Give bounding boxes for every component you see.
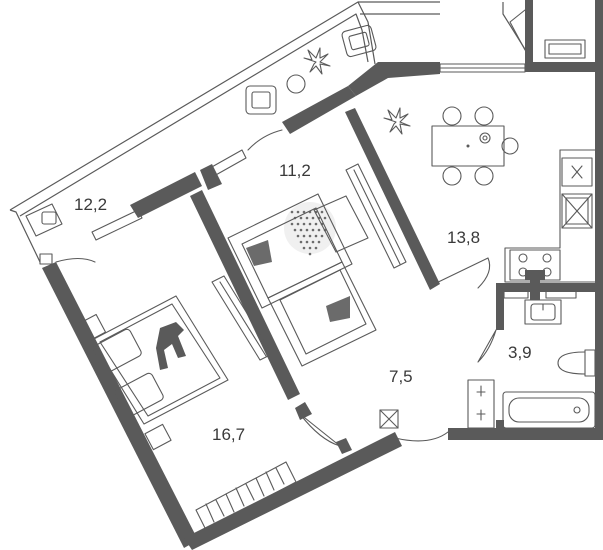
balcony-outline bbox=[9, 1, 529, 263]
area-labels: 12,2 11,2 13,8 16,7 7,5 3,9 bbox=[74, 161, 532, 444]
sofa-icon bbox=[227, 193, 377, 367]
hallway-area: 7,5 bbox=[389, 367, 413, 386]
balcony-furniture bbox=[25, 24, 586, 265]
bedroom-tv-unit bbox=[211, 275, 273, 361]
windows bbox=[91, 63, 526, 241]
plant-icon bbox=[303, 47, 331, 75]
tv-unit bbox=[345, 163, 407, 269]
bathroom bbox=[467, 299, 596, 429]
desk-icon bbox=[25, 203, 63, 237]
washbasin-icon bbox=[524, 299, 562, 325]
bedroom-area: 16,7 bbox=[212, 425, 245, 444]
living-room bbox=[211, 163, 407, 367]
sink-icon bbox=[561, 157, 593, 187]
bedroom bbox=[77, 295, 297, 531]
balcony-table bbox=[544, 39, 586, 59]
rug bbox=[284, 202, 336, 256]
hallway bbox=[379, 409, 399, 429]
radiator-icon bbox=[39, 253, 53, 265]
stove-icon bbox=[509, 249, 561, 281]
dining-table-icon bbox=[431, 106, 519, 186]
bathroom-area: 3,9 bbox=[508, 343, 532, 362]
doors bbox=[55, 9, 526, 447]
bed-icon bbox=[77, 295, 229, 451]
walls bbox=[42, 0, 603, 550]
washing-machine-icon bbox=[467, 379, 495, 429]
ventilation-shaft-icon bbox=[379, 409, 399, 429]
wardrobe-icon bbox=[195, 461, 297, 531]
kitchen-sink-icon bbox=[561, 193, 593, 229]
bathtub-icon bbox=[502, 391, 596, 429]
coffee-table bbox=[313, 195, 369, 253]
armchair-icon bbox=[341, 24, 377, 58]
kitchen-area: 13,8 bbox=[447, 228, 480, 247]
balcony-area: 12,2 bbox=[74, 195, 107, 214]
armchair-icon bbox=[245, 85, 277, 115]
kitchen bbox=[383, 106, 596, 299]
living-room-area: 11,2 bbox=[279, 161, 311, 180]
side-table bbox=[286, 74, 306, 94]
plant-icon bbox=[383, 107, 411, 135]
toilet-icon bbox=[557, 349, 596, 377]
